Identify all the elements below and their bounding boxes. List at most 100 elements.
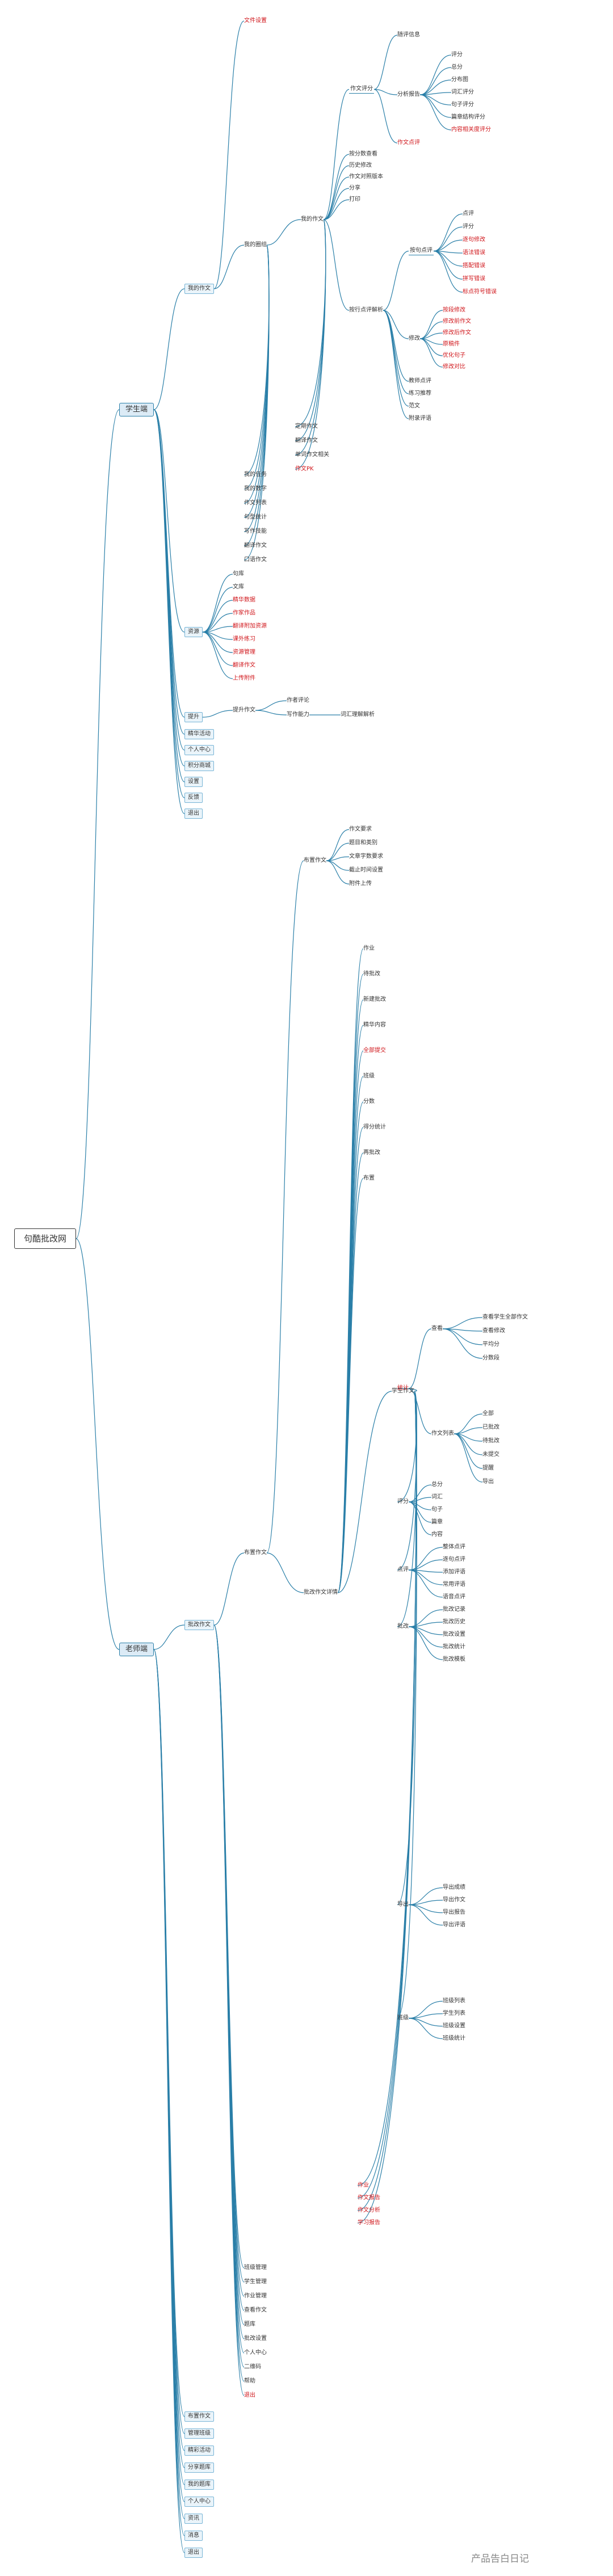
connector-line bbox=[397, 1388, 417, 1392]
connector-line bbox=[202, 587, 233, 633]
mindmap-node-t-xp-0: 导出成绩 bbox=[443, 1884, 465, 1891]
mindmap-node-s-sn-3: 语法错误 bbox=[463, 250, 485, 256]
mindmap-node-t-bt-8: 帮助 bbox=[244, 2378, 255, 2384]
mindmap-node-s-line: 按行点评解析 bbox=[349, 307, 383, 313]
connector-line bbox=[454, 1433, 483, 1469]
connector-line bbox=[419, 338, 443, 356]
mindmap-node-s-an-3: 词汇评分 bbox=[451, 89, 474, 95]
mindmap-node-t-rv-0: 批改记录 bbox=[443, 1606, 465, 1613]
mindmap-node-s-ot-3: 作文PK bbox=[295, 466, 314, 472]
mindmap-node-s-rs-6: 资源管理 bbox=[233, 649, 255, 655]
connector-line bbox=[419, 338, 443, 368]
connector-line bbox=[266, 1552, 304, 1593]
connector-line bbox=[433, 250, 463, 293]
mindmap-node-t-pubhead: 布置作文 bbox=[304, 857, 326, 864]
mindmap-node-t-pb-4: 附件上传 bbox=[349, 881, 372, 887]
connector-line bbox=[153, 409, 185, 718]
connector-line bbox=[408, 1388, 432, 1434]
connector-line bbox=[408, 1328, 432, 1389]
mindmap-node-s-rs-1: 文库 bbox=[233, 584, 244, 590]
connector-line bbox=[408, 1559, 443, 1571]
mindmap-node-t-xp-1: 导出作文 bbox=[443, 1897, 465, 1903]
mindmap-node-s-rs-8: 上传附件 bbox=[233, 675, 255, 681]
connector-line bbox=[419, 79, 452, 95]
connector-line bbox=[295, 219, 326, 427]
mindmap-node-t-cl-0: 班级列表 bbox=[443, 1998, 465, 2004]
mindmap-node-s-an-2: 分布图 bbox=[451, 77, 468, 83]
mindmap-node-t-stat: 统计 bbox=[397, 1385, 409, 1391]
mindmap-node-t-ck-3: 分数段 bbox=[482, 1355, 499, 1361]
mindmap-node-t-bt-3: 查看作文 bbox=[244, 2307, 267, 2313]
mindmap-node-t-cm-1: 逐句点评 bbox=[443, 1556, 465, 1563]
mindmap-node-s-mn-3: 设置 bbox=[184, 777, 203, 787]
connector-line bbox=[323, 188, 350, 220]
mindmap-node-s-gr-6: 口语作文 bbox=[244, 557, 267, 563]
connector-line bbox=[266, 860, 304, 1554]
connector-line bbox=[326, 843, 350, 861]
connector-line bbox=[202, 632, 233, 679]
mindmap-node-t-md-6: 分数 bbox=[363, 1098, 375, 1105]
connector-line bbox=[202, 710, 233, 718]
mindmap-node-t-pb-0: 作文要求 bbox=[349, 826, 372, 832]
mindmap-node-t-export: 导出 bbox=[397, 1901, 409, 1908]
connector-line bbox=[323, 154, 350, 220]
mindmap-node-s-ot-2: 单词作文相关 bbox=[295, 452, 329, 458]
connector-line bbox=[153, 1624, 185, 1650]
connector-line bbox=[433, 239, 463, 252]
mindmap-node-t-grade: 评分 bbox=[397, 1499, 409, 1505]
mindmap-node-s-gr-3: 句型统计 bbox=[244, 514, 267, 520]
connector-line bbox=[419, 310, 443, 339]
mindmap-node-t-mn-6: 资讯 bbox=[184, 2514, 203, 2524]
mindmap-node-t-pub: 布置作文 bbox=[244, 1550, 267, 1556]
mindmap-node-s-moresub: 提升作文 bbox=[233, 707, 255, 713]
mindmap-node-t-rv-3: 批改统计 bbox=[443, 1644, 465, 1650]
connector-line bbox=[213, 1624, 245, 2325]
mindmap-node-s-more: 提升 bbox=[184, 712, 203, 722]
mindmap-node-s-comment: 作文点评 bbox=[397, 140, 420, 146]
connector-line bbox=[383, 310, 409, 419]
connector-line bbox=[153, 409, 185, 814]
connector-line bbox=[442, 1328, 483, 1359]
mindmap-node-s-gr-2: 作文列表 bbox=[244, 500, 267, 506]
mindmap-node-t-check: 查看 bbox=[431, 1325, 443, 1332]
connector-line bbox=[454, 1433, 483, 1483]
connector-line bbox=[153, 1649, 185, 2451]
connector-line bbox=[213, 1624, 245, 2283]
mindmap-node-s-an-6: 内容相关度评分 bbox=[451, 127, 491, 133]
connector-line bbox=[433, 213, 463, 252]
connector-line bbox=[323, 89, 350, 220]
mindmap-node-t-xp-3: 导出评语 bbox=[443, 1922, 465, 1928]
mindmap-node-t-cl-3: 班级统计 bbox=[443, 2035, 465, 2042]
mindmap-node-s-ex-3: 附录评语 bbox=[409, 415, 431, 422]
connector-line bbox=[433, 226, 463, 252]
connector-line bbox=[243, 245, 270, 561]
connector-line bbox=[419, 321, 443, 339]
connector-line bbox=[153, 1649, 185, 2468]
mindmap-node-s-gr-1: 我的数字 bbox=[244, 486, 267, 492]
connector-line bbox=[255, 710, 287, 715]
mindmap-node-s-mo-0: 作者评论 bbox=[287, 697, 309, 704]
mindmap-node-s-sn-5: 拼写错误 bbox=[463, 276, 485, 282]
mindmap-node-t-list: 作文列表 bbox=[431, 1430, 454, 1437]
connector-line bbox=[323, 176, 350, 220]
mindmap-node-t-br-2: 作文分析 bbox=[358, 2207, 380, 2213]
connector-line bbox=[202, 574, 233, 633]
mindmap-node-t-sw: 学生作文 bbox=[392, 1388, 414, 1394]
mindmap-node-t-ls-5: 导出 bbox=[482, 1479, 494, 1485]
connector-line bbox=[419, 67, 452, 95]
connector-line bbox=[75, 1238, 120, 1650]
connector-line bbox=[266, 219, 301, 246]
mindmap-node-s-moreend: 词汇理解解析 bbox=[341, 712, 375, 718]
mindmap-node-t-ls-4: 提醒 bbox=[482, 1465, 494, 1471]
connector-line bbox=[326, 860, 350, 885]
connector-line bbox=[326, 860, 350, 871]
connector-line bbox=[323, 165, 350, 220]
mindmap-node-t-br-0: 作业 bbox=[358, 2182, 369, 2188]
mindmap-node-t-assign: 批改作文详情 bbox=[304, 1589, 338, 1596]
mindmap-node-t-bt-5: 批改设置 bbox=[244, 2335, 267, 2342]
connector-line bbox=[408, 1626, 443, 1648]
connector-line bbox=[419, 94, 452, 131]
mindmap-node-t-mn-5: 个人中心 bbox=[184, 2497, 214, 2507]
mindmap-node-s-gr-0: 我的任务 bbox=[244, 472, 267, 478]
